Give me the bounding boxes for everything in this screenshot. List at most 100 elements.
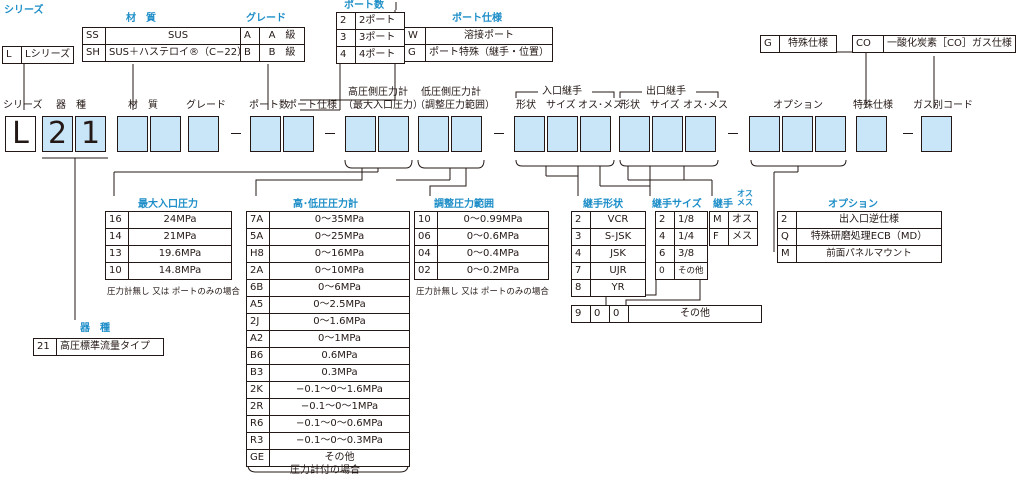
material-title: 材 質 [126,13,156,24]
label-low-gauge-sub: （調整圧力範囲） [415,100,495,111]
code-kind-2: 1 [75,116,106,152]
series-desc: Lシリーズ [20,46,75,64]
label-grade: グレード [186,100,226,111]
kind-code: 21 [33,338,57,356]
co-code: CO [852,35,884,53]
fitting-gender-title-small-2: メス [737,198,753,207]
port-spec-title: ポート仕様 [452,13,502,24]
label-high-gauge: 高圧側圧力計 [348,87,408,98]
code-low-gauge-2 [451,116,482,152]
gauge-title: 高･低圧圧力計 [293,199,358,210]
fitting-size-value: 1/4 [674,228,708,246]
option-desc: 出入口逆仕様 [796,211,942,229]
option-desc: 特殊研磨処理ECB（MD） [796,228,942,246]
code-material-1 [117,116,148,152]
fitting-gender-code: M [709,211,729,229]
gauge-code: 5A [246,228,270,246]
gauge-code: 2A [246,262,270,280]
label-inlet: 入口継手 [542,86,582,97]
grade-title: グレード [246,13,286,24]
option-code: Q [777,228,797,246]
kind-desc: 高圧標準流量タイプ [56,338,164,356]
label-material: 材 質 [128,100,158,111]
label-low-gauge: 低圧側圧力計 [421,87,481,98]
adjust-note: 圧力計無し 又は ポートのみの場合 [416,287,549,297]
option-code: M [777,245,797,263]
label-outlet: 出口継手 [646,86,686,97]
fitting-shape-value: YR [590,279,646,297]
gauge-code: R6 [246,415,270,433]
fitting-gender-title-small-1: オス [737,189,753,198]
code-material-2 [150,116,181,152]
fitting-other-digit: 9 [571,305,591,323]
gauge-code: 2J [246,313,270,331]
gauge-range: 0〜16MPa [269,245,410,263]
code-grade [188,116,219,152]
code-outlet-shape [619,116,650,152]
ports-title: ポート数 [344,0,384,11]
fitting-size-code: 2 [655,211,675,229]
gauge-range: −0.1〜0〜0.6MPa [269,415,410,433]
code-kind-1: 2 [42,116,73,152]
fitting-other-digit: 0 [590,305,610,323]
max-inlet-code: 16 [105,211,129,229]
code-ports [250,116,281,152]
gauge-code: 7A [246,211,270,229]
gauge-range: 0〜35MPa [269,211,410,229]
gauge-code: A2 [246,330,270,348]
adjust-value: 0〜0.99MPa [437,211,549,229]
label-inlet-shape: 形状 [516,100,536,111]
label-outlet-size: サイズ [650,100,680,111]
gauge-code: R3 [246,432,270,450]
max-inlet-title: 最大入口圧力 [138,199,198,210]
label-special: 特殊仕様 [853,100,893,111]
code-inlet-size [547,116,578,152]
separator [494,133,504,134]
fitting-shape-value: VCR [590,211,646,229]
code-option-1 [749,116,780,152]
label-series: シリーズ [3,100,43,111]
label-gas: ガス別コード [913,100,973,111]
max-inlet-note: 圧力計無し 又は ポートのみの場合 [107,287,240,297]
label-inlet-gender: オス･メス [578,100,623,111]
fitting-shape-title: 継手形状 [583,199,623,210]
fitting-other-label: その他 [628,305,762,323]
gauge-range: −0.1〜0〜0.3MPa [269,432,410,450]
co-desc: 一酸化炭素［CO］ガス仕様 [883,35,1016,53]
adjust-code: 06 [414,228,438,246]
gauge-range: −0.1〜0〜1MPa [269,398,410,416]
fitting-size-value: 1/8 [674,211,708,229]
gauge-note: 圧力計付の場合 [290,465,360,476]
fitting-size-code: 4 [655,228,675,246]
gauge-code: 2K [246,381,270,399]
adjust-value: 0〜0.2MPa [437,262,549,280]
max-inlet-value: 19.6MPa [128,245,232,263]
fitting-shape-value: S-JSK [590,228,646,246]
adjust-code: 10 [414,211,438,229]
gauge-code: 6B [246,279,270,297]
max-inlet-value: 21MPa [128,228,232,246]
code-special [856,116,887,152]
label-outlet-shape: 形状 [620,100,640,111]
adjust-value: 0〜0.4MPa [437,245,549,263]
code-low-gauge-1 [418,116,449,152]
gauge-code: GE [246,449,270,467]
gauge-code: A5 [246,296,270,314]
fitting-shape-code: 2 [571,211,591,229]
label-option: オプション [773,100,823,111]
max-inlet-code: 10 [105,262,129,280]
gauge-code: H8 [246,245,270,263]
code-inlet-gender [580,116,611,152]
gauge-range: 0〜10MPa [269,262,410,280]
code-outlet-size [652,116,683,152]
label-outlet-gender: オス･メス [683,100,728,111]
